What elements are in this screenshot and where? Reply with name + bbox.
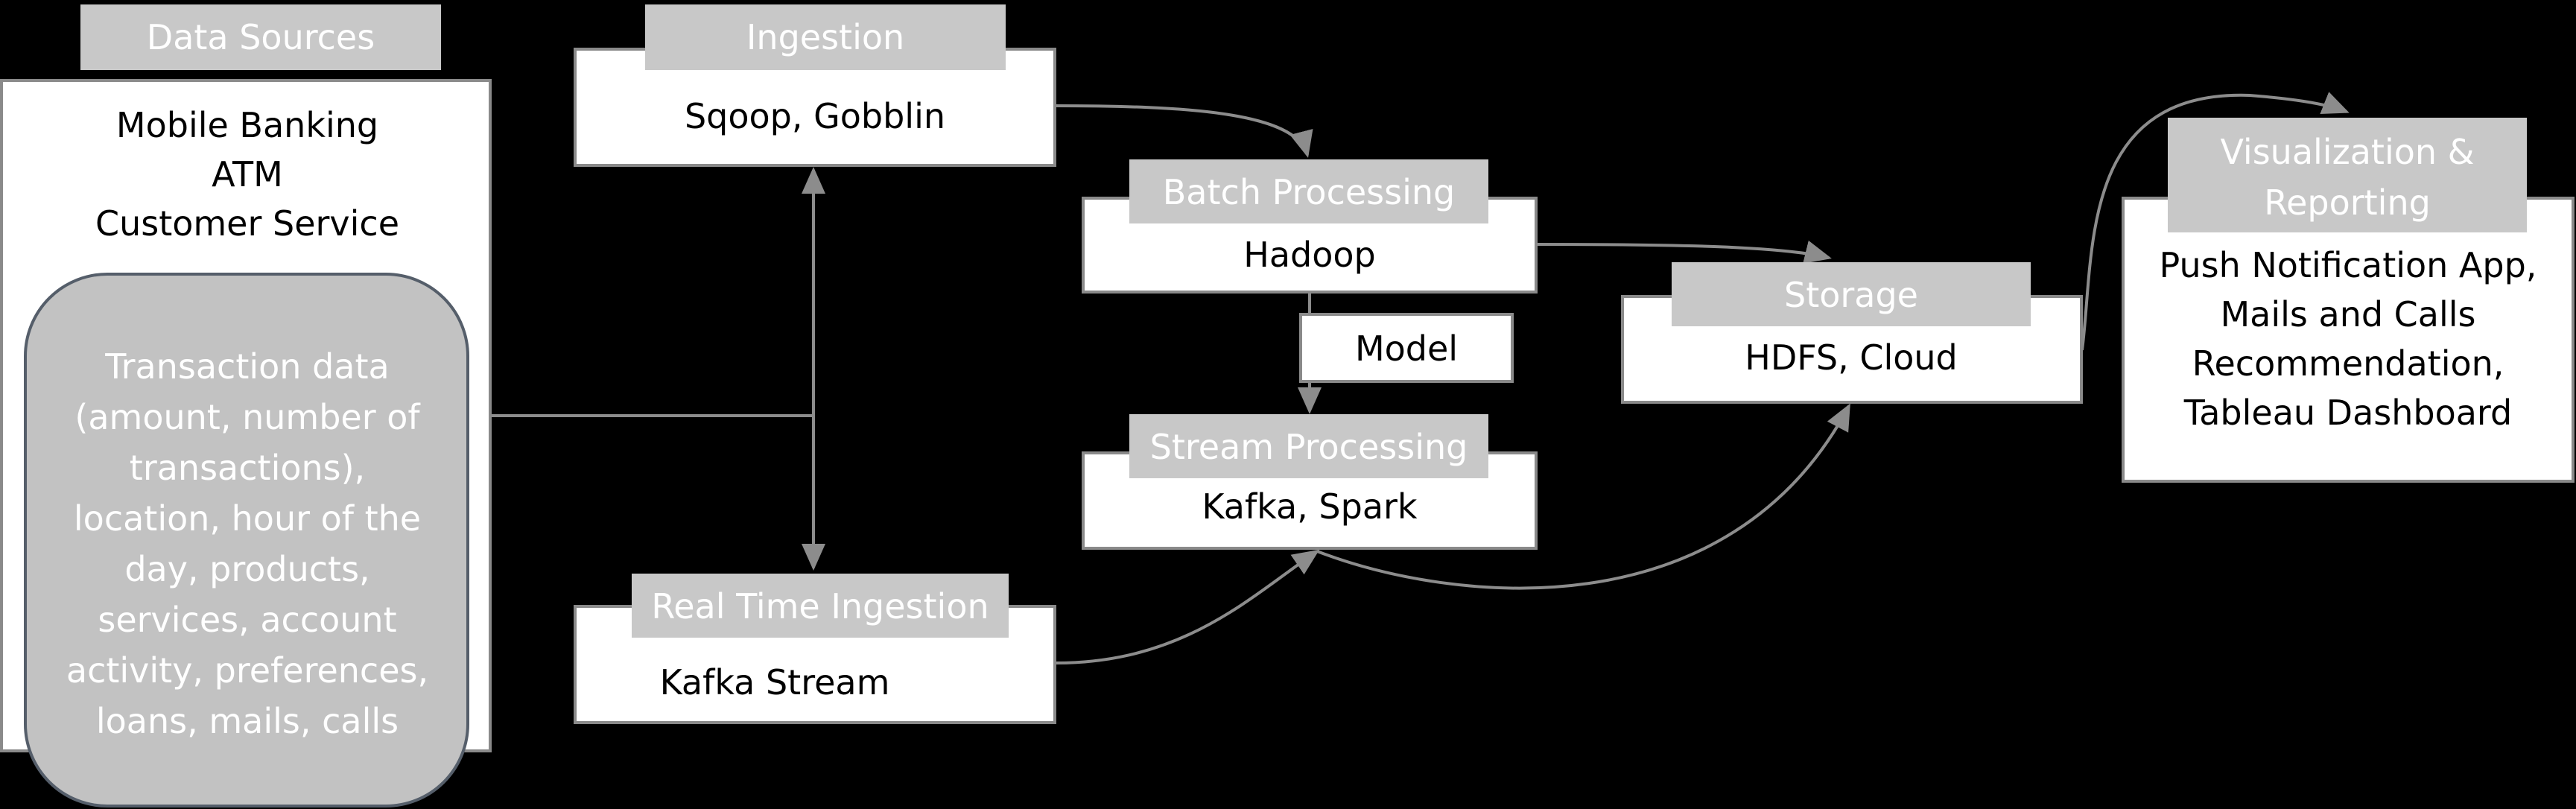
real-time-ingestion-title-tab <box>632 574 1009 638</box>
data-sources-line-mobile-banking: Mobile Banking <box>116 105 378 145</box>
connector-ingestion-to-batch <box>1053 104 1313 158</box>
model-node: Model <box>1299 313 1514 383</box>
model-label: Model <box>1355 329 1458 369</box>
transaction-data-line-2: (amount, number of <box>74 397 421 437</box>
transaction-data-line-1: Transaction data <box>104 346 389 387</box>
visualization-line-1: Push Notification App, <box>2160 245 2537 285</box>
ingestion-node: Ingestion Sqoop, Gobblin <box>574 4 1056 167</box>
transaction-data-line-6: services, account <box>98 600 396 640</box>
storage-title: Storage <box>1784 275 1918 315</box>
model-box <box>1299 313 1514 383</box>
transaction-data-panel <box>24 273 469 808</box>
visualization-node: Visualization & Reporting Push Notificat… <box>2122 118 2575 483</box>
storage-title-tab <box>1672 262 2031 326</box>
visualization-title-tab <box>2168 118 2527 232</box>
visualization-box <box>2122 197 2575 483</box>
batch-processing-node: Batch Processing Hadoop <box>1082 159 1538 294</box>
data-sources-title: Data Sources <box>147 17 375 57</box>
transaction-data-line-4: location, hour of the <box>74 498 421 539</box>
visualization-title-line-2: Reporting <box>2264 183 2431 223</box>
transaction-data-line-5: day, products, <box>124 549 369 589</box>
ingestion-title: Ingestion <box>746 17 904 57</box>
storage-body: HDFS, Cloud <box>1745 337 1958 378</box>
data-sources-node: Data Sources Mobile Banking ATM Customer… <box>0 4 492 808</box>
visualization-line-2: Mails and Calls <box>2220 294 2475 334</box>
real-time-ingestion-body: Kafka Stream <box>660 662 890 702</box>
transaction-data-line-8: loans, mails, calls <box>96 701 399 741</box>
data-sources-line-atm: ATM <box>212 154 283 194</box>
batch-processing-body: Hadoop <box>1243 235 1375 275</box>
batch-processing-title-tab <box>1129 159 1488 223</box>
ingestion-body: Sqoop, Gobblin <box>685 96 945 136</box>
visualization-line-4: Tableau Dashboard <box>2183 393 2512 433</box>
stream-processing-title-tab <box>1129 414 1488 478</box>
real-time-ingestion-title: Real Time Ingestion <box>651 586 989 626</box>
connector-batch-to-storage <box>1535 240 1832 264</box>
stream-processing-node: Stream Processing Kafka, Spark <box>1082 414 1538 550</box>
connector-realtime-to-stream <box>1056 549 1320 664</box>
connector-stream-to-storage <box>1316 403 1850 590</box>
visualization-line-3: Recommendation, <box>2192 343 2504 384</box>
stream-processing-title: Stream Processing <box>1150 427 1468 467</box>
real-time-ingestion-node: Real Time Ingestion Kafka Stream <box>574 574 1056 724</box>
visualization-title-line-1: Visualization & <box>2220 132 2474 172</box>
data-sources-line-customer-service: Customer Service <box>95 203 399 244</box>
connector-storage-to-visualization <box>2081 92 2350 351</box>
stream-processing-body: Kafka, Spark <box>1202 486 1418 527</box>
transaction-data-line-7: activity, preferences, <box>66 650 428 691</box>
data-sources-title-tab <box>80 4 441 70</box>
transaction-data-line-3: transactions), <box>130 448 365 488</box>
ingestion-title-tab <box>645 4 1006 70</box>
storage-node: Storage HDFS, Cloud <box>1621 262 2083 404</box>
batch-processing-title: Batch Processing <box>1163 172 1455 212</box>
